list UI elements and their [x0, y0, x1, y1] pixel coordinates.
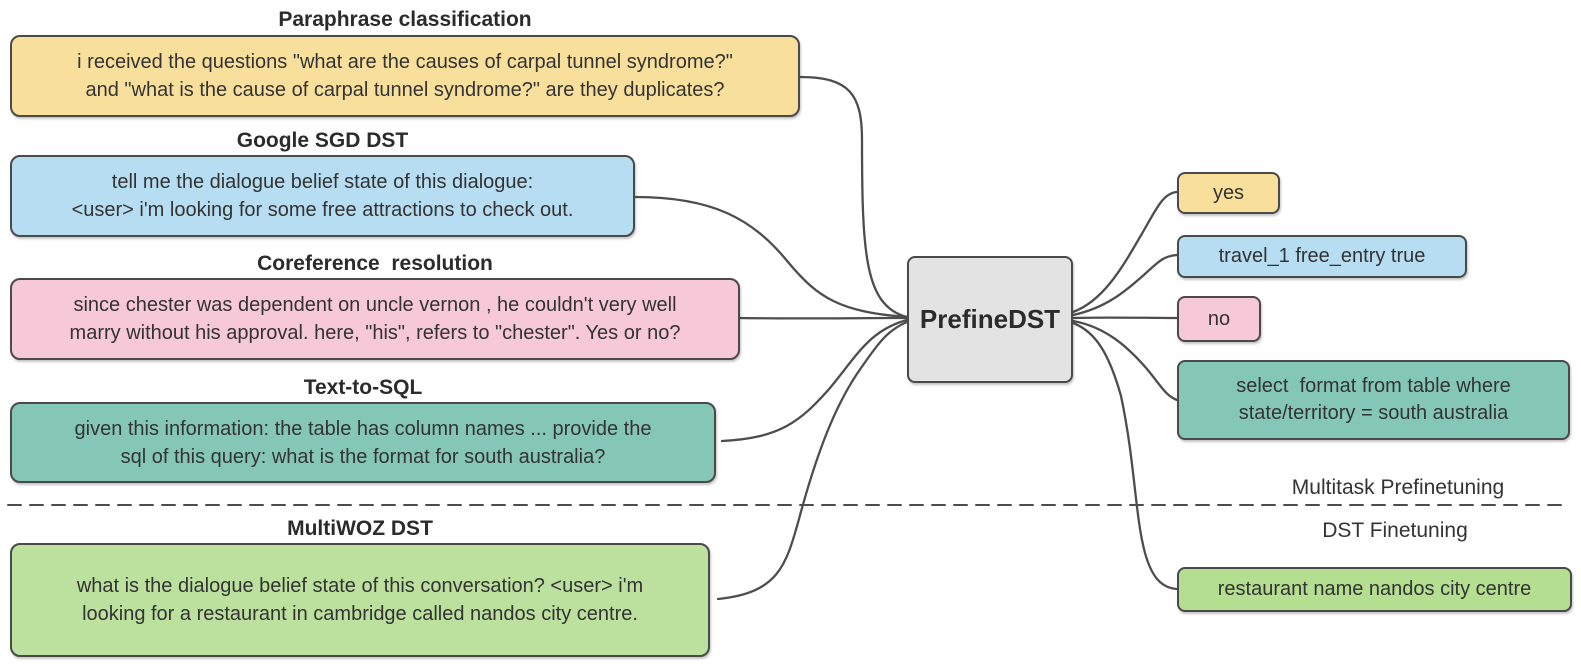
input-box-google-sgd: tell me the dialogue belief state of thi… [10, 155, 635, 237]
center-node-prefinedst: PrefineDST [907, 256, 1073, 383]
input-title-google-sgd: Google SGD DST [236, 129, 409, 152]
input-title-coreference: Coreference resolution [257, 252, 493, 275]
output-box-travel: travel_1 free_entry true [1177, 235, 1467, 278]
output-text-select: select format from table where state/ter… [1236, 375, 1511, 424]
output-text-no: no [1207, 307, 1231, 330]
input-box-coreference: since chester was dependent on uncle ver… [10, 278, 740, 360]
input-text-google-sgd: tell me the dialogue belief state of thi… [71, 171, 574, 221]
output-text-restaurant: restaurant name nandos city centre [1217, 578, 1532, 600]
input-box-paraphrase: i received the questions "what are the c… [10, 35, 800, 117]
input-text-multiwoz: what is the dialogue belief state of thi… [76, 575, 644, 625]
output-text-yes: yes [1212, 181, 1245, 204]
connector-output-travel [1071, 253, 1179, 317]
output-box-yes: yes [1177, 172, 1280, 214]
connector-output-restaurant [1071, 321, 1179, 591]
output-box-select: select format from table where state/ter… [1177, 360, 1570, 440]
output-box-restaurant: restaurant name nandos city centre [1177, 567, 1572, 612]
input-title-text-to-sql: Text-to-SQL [303, 376, 423, 399]
output-box-no: no [1177, 296, 1261, 342]
output-text-travel: travel_1 free_entry true [1218, 245, 1426, 267]
input-title-paraphrase: Paraphrase classification [278, 8, 532, 31]
center-node-label: PrefineDST [919, 304, 1061, 334]
input-text-coreference: since chester was dependent on uncle ver… [69, 294, 681, 344]
input-title-multiwoz: MultiWOZ DST [287, 517, 433, 540]
connector-input-text-to-sql [720, 318, 909, 443]
input-box-text-to-sql: given this information: the table has co… [10, 402, 716, 483]
connector-output-select [1071, 319, 1179, 402]
connector-input-google-sgd [633, 195, 909, 319]
input-text-paraphrase: i received the questions "what are the c… [77, 51, 733, 101]
input-text-text-to-sql: given this information: the table has co… [74, 417, 652, 468]
section-label-prefinetuning: Multitask Prefinetuning [1291, 476, 1505, 499]
connector-input-multiwoz [716, 320, 909, 601]
input-box-multiwoz: what is the dialogue belief state of thi… [10, 543, 710, 657]
section-label-finetuning: DST Finetuning [1322, 519, 1468, 542]
connector-output-yes [1071, 190, 1179, 314]
connector-input-paraphrase [798, 75, 909, 319]
